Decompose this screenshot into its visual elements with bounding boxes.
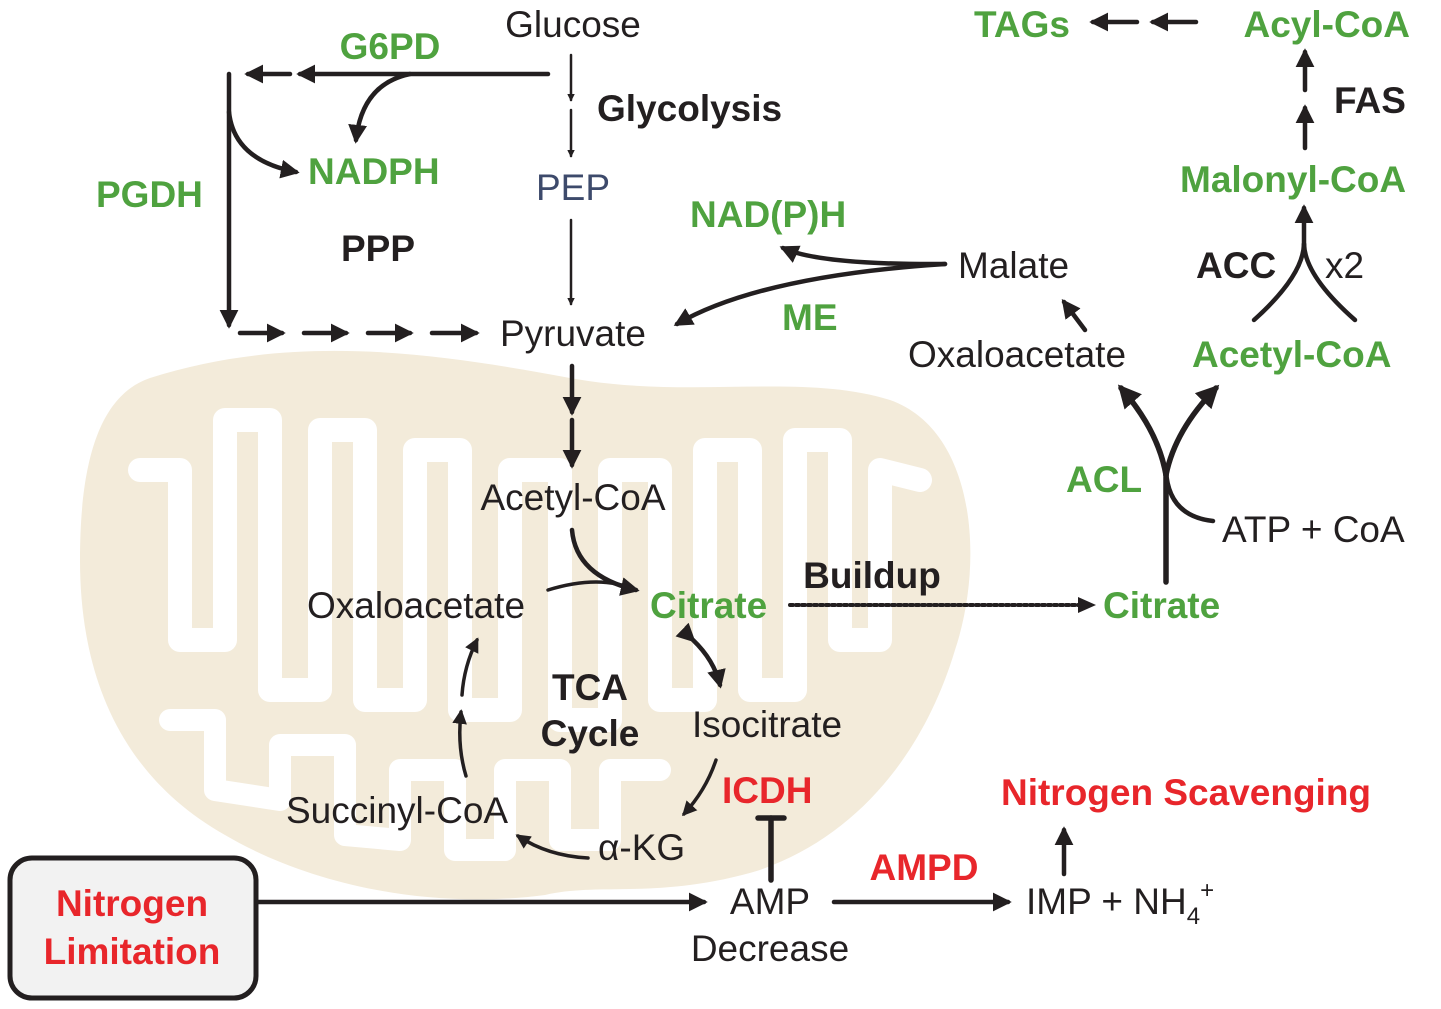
pyruvate-label: Pyruvate <box>500 313 646 354</box>
acl-to-oxaloacetate-arrow <box>1117 384 1169 478</box>
g6pd-label: G6PD <box>340 26 441 67</box>
atp-coa-label: ATP + CoA <box>1222 509 1405 550</box>
pgdh-label: PGDH <box>96 174 203 215</box>
oxaloacetate-to-citrate-line <box>546 580 638 592</box>
malonyl-coa-label: Malonyl-CoA <box>1180 159 1406 200</box>
acl-label: ACL <box>1066 459 1142 500</box>
glycolysis-label: Glycolysis <box>597 88 782 129</box>
decrease-label: Decrease <box>691 928 849 969</box>
akg-to-succinyl-arrow <box>515 834 590 860</box>
tca-label-line1: TCA <box>552 667 628 708</box>
x2-label: x2 <box>1325 245 1364 286</box>
amp-label: AMP <box>730 881 810 922</box>
acl-to-acetyl-coa-arrow <box>1163 384 1220 478</box>
acetyl-coa-mito-label: Acetyl-CoA <box>480 477 665 518</box>
nitrogen-scavenging-label: Nitrogen Scavenging <box>1001 772 1371 813</box>
oxaloacetate-mito-label: Oxaloacetate <box>307 585 525 626</box>
me-label: ME <box>782 297 838 338</box>
malate-to-pyruvate-arrow <box>673 261 948 327</box>
ppp-label: PPP <box>341 228 415 269</box>
ampd-label: AMPD <box>870 847 979 888</box>
isocitrate-to-akg-arrow <box>682 758 718 817</box>
acetyl-coa-cyto-label: Acetyl-CoA <box>1192 334 1391 375</box>
imp-nh4-text: IMP + NH <box>1026 881 1187 922</box>
buildup-label: Buildup <box>803 555 941 596</box>
acyl-coa-label: Acyl-CoA <box>1243 4 1410 45</box>
malate-to-nadph-arrow <box>779 245 948 267</box>
succinyl-to-oxaloacetate-arrow-1 <box>452 709 468 778</box>
nadph-from-g6pd-arrow <box>348 71 413 144</box>
isocitrate-label: Isocitrate <box>692 704 842 745</box>
icdh-label: ICDH <box>722 770 812 811</box>
nitrogen-limitation-box <box>7 855 259 1001</box>
nh4-subscript: 4 <box>1187 903 1200 930</box>
nh4-superscript: + <box>1200 877 1214 904</box>
atp-coa-input-line <box>1163 467 1216 524</box>
oxaloacetate-cyto-label: Oxaloacetate <box>908 334 1126 375</box>
acc-label: ACC <box>1196 245 1276 286</box>
akg-label: α-KG <box>598 827 685 868</box>
malate-label: Malate <box>958 245 1069 286</box>
tags-label: TAGs <box>974 4 1070 45</box>
succinyl-to-oxaloacetate-arrow-2 <box>460 637 479 697</box>
nadph-label: NADPH <box>308 151 440 192</box>
citrate-isocitrate-arrow <box>675 622 726 689</box>
mitochondrion <box>80 350 971 900</box>
imp-nh4-label: IMP + NH4+ <box>1026 877 1214 930</box>
nadph-me-label: NAD(P)H <box>690 194 846 235</box>
succinyl-coa-label: Succinyl-CoA <box>286 790 508 831</box>
oxaloacetate-to-malate-arrow <box>1061 298 1088 333</box>
citrate-export-arrowhead <box>1078 597 1096 613</box>
fas-label: FAS <box>1334 80 1406 121</box>
nitrogen-limitation-line2: Limitation <box>44 931 221 972</box>
tca-label-line2: Cycle <box>541 713 640 754</box>
nadph-from-pgdh-arrow <box>226 109 300 179</box>
nitrogen-limitation-line1: Nitrogen <box>56 883 208 924</box>
pep-label: PEP <box>536 167 610 208</box>
citrate-mito-label: Citrate <box>650 585 767 626</box>
citrate-cyto-label: Citrate <box>1103 585 1220 626</box>
glucose-label: Glucose <box>505 4 641 45</box>
